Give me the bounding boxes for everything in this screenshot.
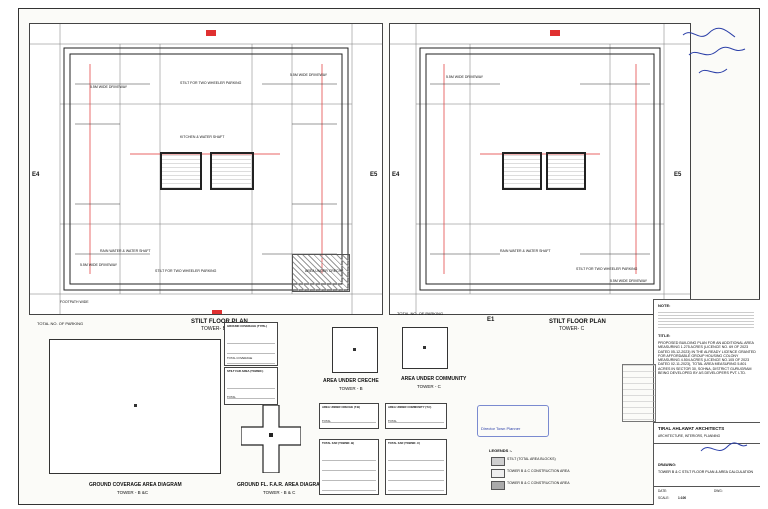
ground-coverage-table: GROUND COVERAGE (TYPE-) TOTAL COVERAGE xyxy=(224,322,278,366)
tower-b-driveway-top-right: 5.5M WIDE DRIVEWAY xyxy=(290,73,328,77)
legend-item: STILT (TOTAL AREA BLOCKS) xyxy=(507,457,556,461)
far-area-diagram xyxy=(241,405,301,473)
scale-label: SCALE: xyxy=(658,496,670,500)
tower-b-marker xyxy=(212,310,222,314)
drawing-meta: DATE: SCALE: 1:100 DWG: xyxy=(654,486,760,505)
ground-coverage-diagram xyxy=(49,339,221,474)
tower-b-marker xyxy=(206,30,216,36)
tower-c-core-right xyxy=(546,152,586,190)
legend: LEGENDS :- STILT (TOTAL AREA BLOCKS) TOW… xyxy=(489,449,609,494)
tower-c-parking-total: TOTAL NO. OF PARKING xyxy=(397,311,444,316)
tower-b-grid xyxy=(30,24,382,314)
notes-lines xyxy=(658,312,754,330)
notes-title: NOTE: xyxy=(658,303,671,308)
tower-b-plan: 5.5M WIDE DRIVEWAY 5.5M WIDE DRIVEWAY ST… xyxy=(29,23,383,315)
tower-c-driveway-bottom: 5.5M WIDE DRIVEWAY xyxy=(610,279,648,283)
far-area-table-title: STILT FAR AREA (TOWER-) xyxy=(227,369,264,373)
tower-c-driveway-top: 5.5M WIDE DRIVEWAY xyxy=(446,75,484,79)
tower-b-stilt-bottom: STILT FOR TWO WHEELER PARKING xyxy=(155,269,217,273)
tower-b-title: STILT FLOOR PLAN xyxy=(191,319,248,325)
legend-table xyxy=(622,364,656,422)
ground-coverage-subtitle: TOWER - B &C xyxy=(117,490,149,495)
tower-b-creche-label: AREA UNDER CRECHE xyxy=(305,269,344,273)
drawing-description: TOWER B & C STILT FLOOR PLAN & AREA CALC… xyxy=(658,470,754,474)
scale-value: 1:100 xyxy=(678,496,687,500)
tower-c-grid-left: E4 xyxy=(392,172,400,178)
coverage-point xyxy=(134,404,137,407)
legend-item: TOWER B & C CONSTRUCTION AREA xyxy=(507,469,570,473)
creche-point xyxy=(353,348,356,351)
dwg-label: DWG: xyxy=(714,489,723,493)
legend-swatch-construction xyxy=(491,469,505,478)
tower-b-shaft-upper: KITCHEN & WATER SHAFT xyxy=(180,135,225,139)
creche-subtitle: TOWER - B xyxy=(339,386,363,391)
community-point xyxy=(423,346,426,349)
tower-c-subtitle: TOWER- C xyxy=(559,326,585,332)
tower-c-grid-right: E5 xyxy=(674,172,682,178)
community-area-total: TOTAL xyxy=(388,419,397,423)
community-area-table: AREA UNDER COMMUNITY (T.C) TOTAL xyxy=(385,403,447,429)
far-area-table: STILT FAR AREA (TOWER-) TOTAL xyxy=(224,367,278,405)
community-subtitle: TOWER - C xyxy=(417,384,441,389)
far-title: GROUND FL. F.A.R. AREA DIAGRAM xyxy=(237,482,324,488)
community-area-table-title: AREA UNDER COMMUNITY (T.C) xyxy=(388,405,432,409)
handwritten-signatures xyxy=(682,27,746,74)
approval-sign-text: Director Town Planner xyxy=(481,426,521,431)
handwritten-signature-bottom xyxy=(700,442,748,452)
tower-c-plan: 5.5M WIDE DRIVEWAY RAIN WATER & WATER SH… xyxy=(389,23,691,315)
far-tower-b-label: TOTAL FAR (TOWER- B) xyxy=(322,441,355,445)
ground-coverage-title: GROUND COVERAGE AREA DIAGRAM xyxy=(89,482,182,488)
creche-area-total: TOTAL xyxy=(322,419,331,423)
far-area-total: TOTAL xyxy=(227,395,236,399)
tower-b-core-left xyxy=(160,152,202,190)
total-coverage-label: TOTAL COVERAGE xyxy=(227,356,253,360)
tower-c-stilt-bottom: STILT FOR TWO WHEELER PARKING xyxy=(576,267,638,271)
title-block: NOTE: TITLE: PROPOSED BUILDING PLAN FOR … xyxy=(622,299,760,505)
far-tower-b-table: TOTAL FAR (TOWER- B) xyxy=(319,439,379,495)
tower-c-grid-bottom: E1 xyxy=(487,317,495,323)
far-tower-c-label: TOTAL FAR (TOWER- C) xyxy=(388,441,421,445)
project-title-label: TITLE: xyxy=(658,333,671,338)
tower-b-stilt-top: STILT FOR TWO WHEELER PARKING xyxy=(180,81,242,85)
tower-c-grid xyxy=(390,24,690,314)
architect-name: TIRAL AHLAWAT ARCHITECTS xyxy=(658,426,725,431)
tower-c-marker xyxy=(550,30,560,36)
tower-b-core-right xyxy=(210,152,254,190)
creche-area-table: AREA UNDER CRECHE (T.B) TOTAL xyxy=(319,403,379,429)
creche-title: AREA UNDER CRECHE xyxy=(323,378,379,384)
tower-c-core-left xyxy=(502,152,542,190)
tower-b-grid-left: E4 xyxy=(32,172,40,178)
legend-item: TOWER B & C CONSTRUCTION AREA xyxy=(507,481,570,485)
approval-stamp xyxy=(477,405,549,437)
date-label: DATE: xyxy=(658,489,668,493)
tower-b-parking-total: TOTAL NO. OF PARKING xyxy=(37,321,84,326)
legend-swatch-stilt xyxy=(491,457,505,466)
creche-area-table-title: AREA UNDER CRECHE (T.B) xyxy=(322,405,360,409)
tower-c-shaft-lower: RAIN WATER & WATER SHAFT xyxy=(500,249,551,253)
tower-b-grid-right: E5 xyxy=(370,172,378,178)
tower-b-driveway-top: 5.5M WIDE DRIVEWAY xyxy=(90,85,128,89)
creche-diagram xyxy=(332,327,378,373)
ground-coverage-table-title: GROUND COVERAGE (TYPE-) xyxy=(227,324,268,328)
legend-swatch-construction-2 xyxy=(491,481,505,490)
tower-b-shaft-lower: RAIN WATER & WATER SHAFT xyxy=(100,249,151,253)
drawing-label: DRAWING: xyxy=(658,463,677,467)
far-tower-c-table: TOTAL FAR (TOWER- C) xyxy=(385,439,447,495)
community-title: AREA UNDER COMMUNITY xyxy=(401,376,467,382)
legend-title: LEGENDS :- xyxy=(489,448,513,453)
tower-b-subtitle: TOWER- B xyxy=(201,326,226,332)
tower-b-driveway-bottom: 5.5M WIDE DRIVEWAY xyxy=(80,263,118,267)
tower-b-footpath: FOOTPATH WIDE xyxy=(60,300,89,304)
tower-b-creche-area xyxy=(292,254,350,292)
drawing-sheet: 5.5M WIDE DRIVEWAY 5.5M WIDE DRIVEWAY ST… xyxy=(18,8,760,505)
far-subtitle: TOWER - B & C xyxy=(263,490,296,495)
architect-block: TIRAL AHLAWAT ARCHITECTS ARCHITECTURE, I… xyxy=(654,422,760,444)
architect-subtitle: ARCHITECTURE, INTERIORS, PLANNING xyxy=(658,434,721,438)
tower-c-title: STILT FLOOR PLAN xyxy=(549,319,606,325)
community-diagram xyxy=(402,327,448,369)
project-description: PROPOSED BUILDING PLAN FOR AN ADDITIONAL… xyxy=(658,341,756,376)
